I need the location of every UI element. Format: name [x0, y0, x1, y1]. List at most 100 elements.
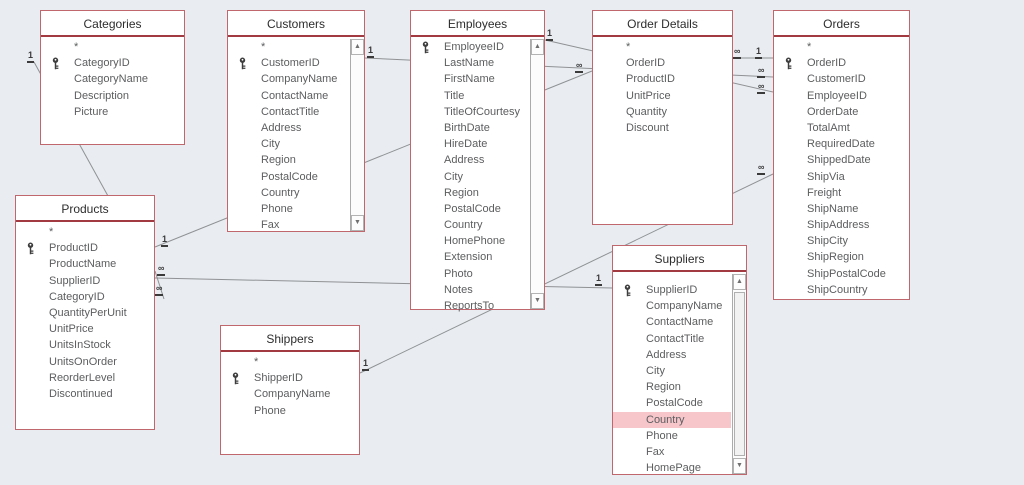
field-row-phone[interactable]: Phone	[613, 428, 731, 444]
field-row-supplierid[interactable]: SupplierID	[613, 282, 731, 298]
field-row-companyname[interactable]: CompanyName	[228, 71, 349, 87]
field-row-orderid[interactable]: OrderID	[593, 55, 732, 71]
field-row-all[interactable]: *	[593, 39, 732, 55]
scrollbar-suppliers[interactable]: ▲▼	[732, 274, 746, 474]
field-row-companyname[interactable]: CompanyName	[613, 298, 731, 314]
field-row-productid[interactable]: ProductID	[16, 240, 154, 256]
field-row-orderid[interactable]: OrderID	[774, 55, 909, 71]
field-row-employeeid[interactable]: EmployeeID	[774, 88, 909, 104]
field-row-address[interactable]: Address	[228, 120, 349, 136]
field-row-shipvia[interactable]: ShipVia	[774, 169, 909, 185]
field-row-all[interactable]: *	[41, 39, 184, 55]
field-row-fax[interactable]: Fax	[228, 217, 349, 233]
field-row-lastname[interactable]: LastName	[411, 55, 529, 71]
field-row-shipname[interactable]: ShipName	[774, 201, 909, 217]
field-row-city[interactable]: City	[228, 136, 349, 152]
field-row-hiredate[interactable]: HireDate	[411, 136, 529, 152]
field-row-birthdate[interactable]: BirthDate	[411, 120, 529, 136]
scroll-up-button[interactable]: ▲	[733, 274, 746, 290]
field-row-description[interactable]: Description	[41, 88, 184, 104]
table-title-employees[interactable]: Employees	[411, 11, 544, 37]
table-title-order-details[interactable]: Order Details	[593, 11, 732, 37]
field-row-unitsonorder[interactable]: UnitsOnOrder	[16, 354, 154, 370]
field-row-country[interactable]: Country	[613, 411, 731, 428]
field-row-orderdate[interactable]: OrderDate	[774, 104, 909, 120]
field-row-firstname[interactable]: FirstName	[411, 71, 529, 87]
field-row-city[interactable]: City	[411, 169, 529, 185]
field-row-photo[interactable]: Photo	[411, 266, 529, 282]
field-row-discontinued[interactable]: Discontinued	[16, 386, 154, 402]
field-row-shipaddress[interactable]: ShipAddress	[774, 217, 909, 233]
field-row-address[interactable]: Address	[613, 347, 731, 363]
field-row-unitsinstock[interactable]: UnitsInStock	[16, 337, 154, 353]
table-title-products[interactable]: Products	[16, 196, 154, 222]
scroll-up-button[interactable]: ▲	[531, 39, 544, 55]
field-row-shipcountry[interactable]: ShipCountry	[774, 282, 909, 298]
field-row-extension[interactable]: Extension	[411, 249, 529, 265]
field-row-customerid[interactable]: CustomerID	[228, 55, 349, 71]
field-row-quantity[interactable]: Quantity	[593, 104, 732, 120]
field-row-categoryid[interactable]: CategoryID	[16, 289, 154, 305]
field-row-reorderlevel[interactable]: ReorderLevel	[16, 370, 154, 386]
field-row-address[interactable]: Address	[411, 152, 529, 168]
field-row-categoryid[interactable]: CategoryID	[41, 55, 184, 71]
table-title-categories[interactable]: Categories	[41, 11, 184, 37]
field-row-requireddate[interactable]: RequiredDate	[774, 136, 909, 152]
field-row-fax[interactable]: Fax	[613, 444, 731, 460]
field-row-region[interactable]: Region	[411, 185, 529, 201]
field-row-phone[interactable]: Phone	[221, 403, 359, 419]
field-row-all[interactable]: *	[221, 354, 359, 370]
field-row-homepage[interactable]: HomePage	[613, 460, 731, 476]
field-row-all[interactable]: *	[16, 224, 154, 240]
field-row-shippostalcode[interactable]: ShipPostalCode	[774, 266, 909, 282]
field-row-productid[interactable]: ProductID	[593, 71, 732, 87]
field-row-postalcode[interactable]: PostalCode	[228, 169, 349, 185]
field-row-postalcode[interactable]: PostalCode	[613, 395, 731, 411]
field-row-unitprice[interactable]: UnitPrice	[593, 88, 732, 104]
field-row-contactname[interactable]: ContactName	[613, 314, 731, 330]
field-row-employeeid[interactable]: EmployeeID	[411, 39, 529, 55]
scrollbar-thumb[interactable]	[734, 292, 745, 456]
scroll-down-button[interactable]: ▼	[351, 215, 364, 231]
field-row-shipcity[interactable]: ShipCity	[774, 233, 909, 249]
scroll-down-button[interactable]: ▼	[531, 293, 544, 309]
field-row-reportsto[interactable]: ReportsTo	[411, 298, 529, 314]
field-row-region[interactable]: Region	[613, 379, 731, 395]
field-row-contacttitle[interactable]: ContactTitle	[613, 331, 731, 347]
table-title-suppliers[interactable]: Suppliers	[613, 246, 746, 272]
field-row-shipregion[interactable]: ShipRegion	[774, 249, 909, 265]
field-row-country[interactable]: Country	[411, 217, 529, 233]
field-row-categoryname[interactable]: CategoryName	[41, 71, 184, 87]
field-row-country[interactable]: Country	[228, 185, 349, 201]
field-row-homephone[interactable]: HomePhone	[411, 233, 529, 249]
table-title-orders[interactable]: Orders	[774, 11, 909, 37]
field-row-customerid[interactable]: CustomerID	[774, 71, 909, 87]
field-row-region[interactable]: Region	[228, 152, 349, 168]
field-row-notes[interactable]: Notes	[411, 282, 529, 298]
field-row-contacttitle[interactable]: ContactTitle	[228, 104, 349, 120]
field-row-phone[interactable]: Phone	[228, 201, 349, 217]
field-row-titleofcourtesy[interactable]: TitleOfCourtesy	[411, 104, 529, 120]
scroll-up-button[interactable]: ▲	[351, 39, 364, 55]
field-row-postalcode[interactable]: PostalCode	[411, 201, 529, 217]
field-row-title[interactable]: Title	[411, 88, 529, 104]
field-row-picture[interactable]: Picture	[41, 104, 184, 120]
table-title-shippers[interactable]: Shippers	[221, 326, 359, 352]
field-row-unitprice[interactable]: UnitPrice	[16, 321, 154, 337]
table-title-customers[interactable]: Customers	[228, 11, 364, 37]
field-row-quantityperunit[interactable]: QuantityPerUnit	[16, 305, 154, 321]
field-row-supplierid[interactable]: SupplierID	[16, 273, 154, 289]
field-row-discount[interactable]: Discount	[593, 120, 732, 136]
field-row-contactname[interactable]: ContactName	[228, 88, 349, 104]
field-row-productname[interactable]: ProductName	[16, 256, 154, 272]
field-row-all[interactable]: *	[228, 39, 349, 55]
field-row-shippeddate[interactable]: ShippedDate	[774, 152, 909, 168]
